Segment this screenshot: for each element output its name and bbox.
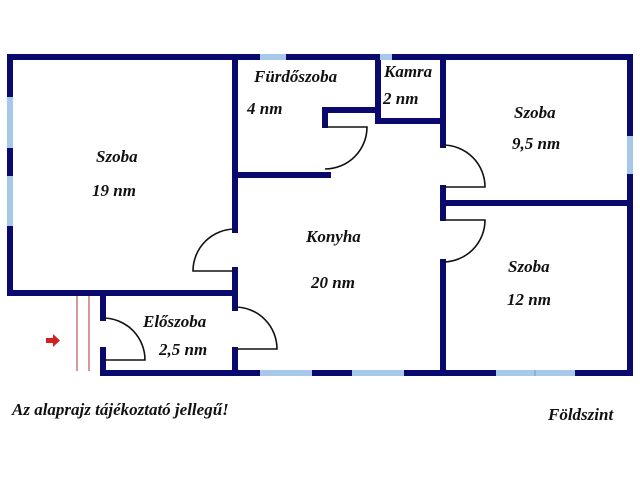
room-area-szoba-9-5: 9,5 nm [512,134,561,153]
room-label-szoba-19: Szoba [96,147,138,166]
door-room-12 [442,219,486,263]
door-hall-kitchen [234,306,278,350]
room-label-furdoszoba: Fürdőszoba [254,67,338,86]
room-area-szoba-19: 19 nm [92,181,136,200]
disclaimer-text: Az alaprajz tájékoztató jellegű! [12,400,229,419]
entrance-threshold [76,296,90,371]
room-label-szoba-12: Szoba [508,257,550,276]
entrance-arrow-icon [46,334,60,347]
door-room-9-5 [442,144,486,188]
door-room-19 [192,228,236,272]
room-label-kamra: Kamra [384,62,433,81]
floor-level-label: Földszint [548,405,614,424]
room-label-szoba-9-5: Szoba [514,103,556,122]
room-area-szoba-12: 12 nm [507,290,551,309]
door-entrance [102,317,146,361]
room-area-furdoszoba: 4 nm [247,99,283,118]
door-bathroom [324,126,368,170]
room-label-eloszoba: Előszoba [143,312,207,331]
room-label-konyha: Konyha [306,227,361,246]
room-area-kamra: 2 nm [383,89,419,108]
room-area-konyha: 20 nm [311,273,355,292]
room-area-eloszoba: 2,5 nm [159,340,208,359]
